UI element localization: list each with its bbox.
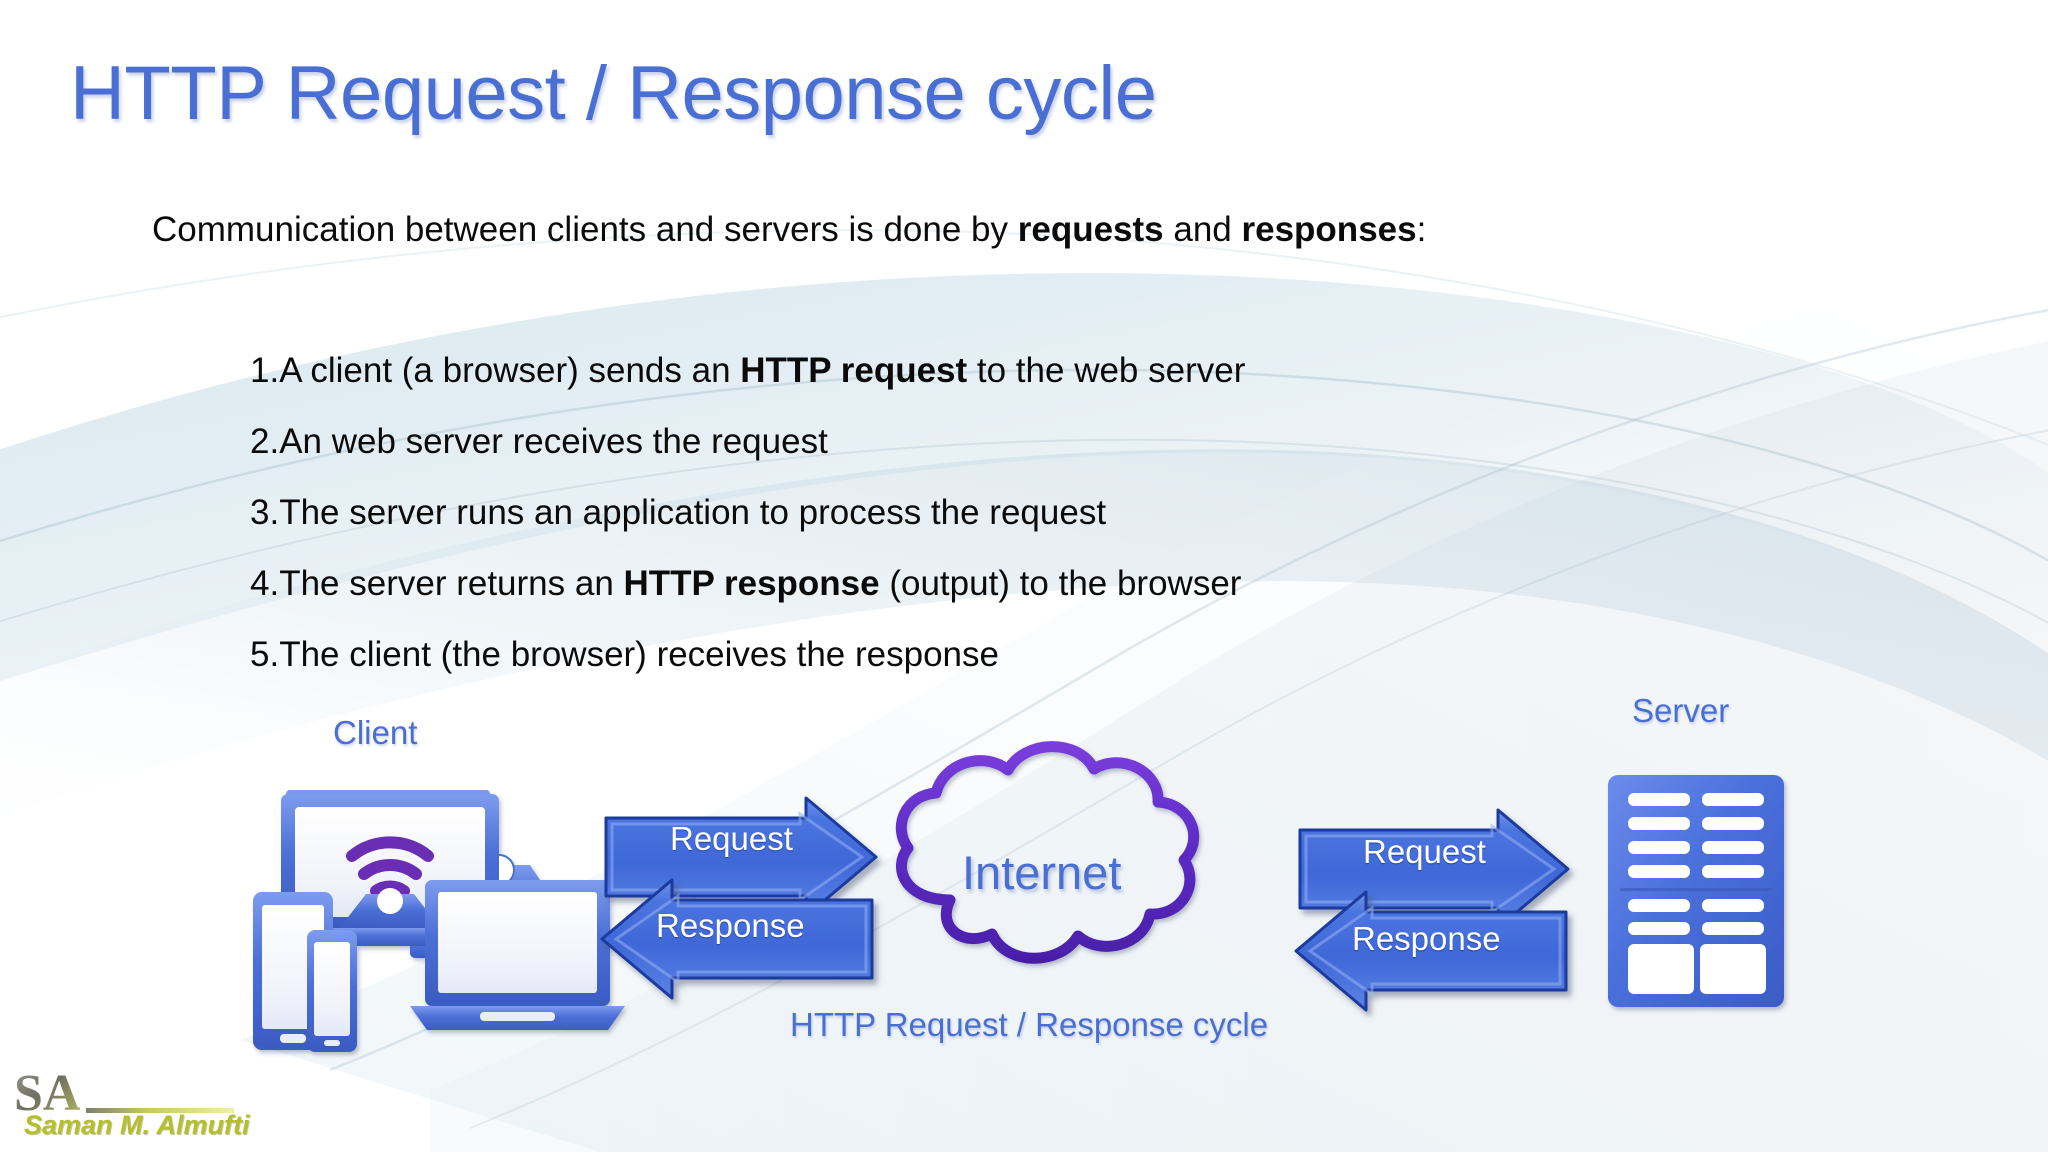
list-item: 5.The client (the browser) receives the … (250, 629, 1650, 700)
step-number: 3. (250, 493, 280, 532)
client-label: Client (333, 714, 418, 751)
steps-list: 1.A client (a browser) sends an HTTP req… (250, 345, 1650, 700)
step-number: 5. (250, 635, 280, 674)
client-device-cluster (253, 790, 625, 1052)
internet-label: Internet (962, 846, 1122, 899)
presenter-logo: SA (14, 1065, 234, 1122)
laptop-icon (410, 880, 625, 1030)
server-rack-icon (1608, 775, 1784, 1007)
intro-bold-responses: responses (1241, 210, 1417, 249)
step-text-bold: HTTP response (623, 564, 880, 603)
intro-paragraph: Communication between clients and server… (152, 210, 1426, 250)
step-text-bold: HTTP request (740, 351, 968, 390)
list-item: 4.The server returns an HTTP response (o… (250, 558, 1650, 629)
step-number: 2. (250, 422, 280, 461)
diagram-caption: HTTP Request / Response cycle (790, 1006, 1269, 1043)
arrow-label-response-right: Response (1352, 920, 1501, 957)
step-text-before: The server runs an application to proces… (279, 493, 1107, 532)
logo-presenter-name: Saman M. Almufti (24, 1110, 250, 1140)
list-item: 2.An web server receives the request (250, 416, 1650, 487)
server-label: Server (1632, 692, 1730, 729)
step-number: 1. (250, 351, 280, 390)
step-text-before: The server returns an (279, 564, 624, 603)
arrow-label-request-right: Request (1363, 833, 1486, 870)
step-text-before: An web server receives the request (279, 422, 828, 461)
intro-before: Communication between clients and server… (152, 210, 1018, 249)
arrow-response-right[interactable] (1294, 890, 1568, 1012)
arrow-label-response-left: Response (656, 907, 805, 944)
list-item: 1.A client (a browser) sends an HTTP req… (250, 345, 1650, 416)
intro-bold-requests: requests (1017, 210, 1164, 249)
step-text-after: (output) to the browser (879, 564, 1242, 603)
diagram-labels: Client Server (0, 690, 2048, 1090)
step-text-after: to the web server (967, 351, 1246, 390)
phone-icon (307, 930, 357, 1052)
arrow-label-request-left: Request (670, 820, 793, 857)
intro-middle: and (1163, 210, 1242, 249)
step-text-before: The client (the browser) receives the re… (279, 635, 999, 674)
page-title: HTTP Request / Response cycle (70, 51, 1157, 136)
step-number: 4. (250, 564, 280, 603)
intro-after: : (1416, 210, 1427, 249)
internet-cloud-icon (895, 741, 1200, 964)
arrow-response-left[interactable] (600, 878, 874, 1000)
logo-bar (86, 1108, 234, 1113)
step-text-before: A client (a browser) sends an (279, 351, 741, 390)
logo-monogram: SA (14, 1065, 81, 1122)
list-item: 3.The server runs an application to proc… (250, 487, 1650, 558)
